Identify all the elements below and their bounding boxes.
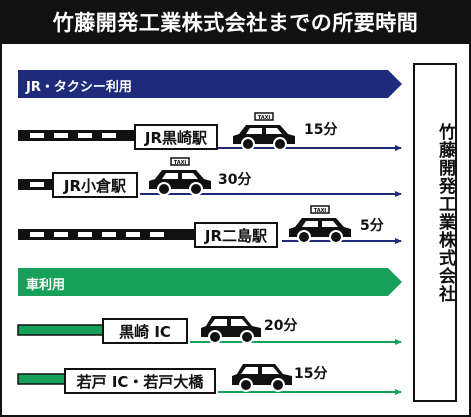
destination-label: 竹藤開発工業株式会社	[415, 123, 455, 303]
car-section-arrow	[18, 268, 402, 296]
taxi-sign-text: TAXI	[174, 160, 187, 166]
duration-futajima: 5分	[360, 218, 384, 234]
duration-kurosaki-ic: 20分	[264, 318, 298, 334]
station-label-kurosaki: JR黒崎駅	[134, 124, 218, 150]
place-label-kurosaki-ic: 黒崎 IC	[102, 318, 188, 344]
car-icon	[201, 316, 261, 344]
duration-kokura: 30分	[218, 172, 252, 188]
road-wakato-ic	[17, 373, 67, 385]
rail-track-kokura	[18, 179, 54, 190]
taxi-icon: TAXI	[149, 157, 211, 196]
road-kurosaki-ic	[17, 324, 105, 336]
station-label-futajima: JR二島駅	[194, 222, 278, 248]
rail-track-kurosaki	[18, 130, 138, 141]
taxi-icon: TAXI	[233, 112, 295, 151]
jr-section-arrow	[18, 70, 402, 98]
page-title-text: 竹藤開発工業株式会社までの所要時間	[52, 11, 419, 35]
destination-box: 竹藤開発工業株式会社	[413, 63, 457, 402]
destination-text: 竹藤開発工業株式会社	[435, 123, 455, 303]
section-label-jr: JR・タクシー利用	[26, 80, 132, 95]
taxi-icon: TAXI	[289, 205, 351, 244]
duration-wakato-ic: 15分	[294, 366, 328, 382]
taxi-sign-text: TAXI	[258, 115, 271, 121]
station-label-kokura: JR小倉駅	[52, 172, 138, 198]
rail-track-futajima	[18, 229, 198, 240]
taxi-sign-text: TAXI	[314, 208, 327, 214]
duration-kurosaki: 15分	[304, 122, 338, 138]
section-label-car: 車利用	[26, 278, 66, 293]
page-title: 竹藤開発工業株式会社までの所要時間	[0, 0, 471, 44]
car-icon	[232, 364, 292, 392]
place-label-wakato-ic: 若戸 IC・若戸大橋	[64, 368, 216, 394]
